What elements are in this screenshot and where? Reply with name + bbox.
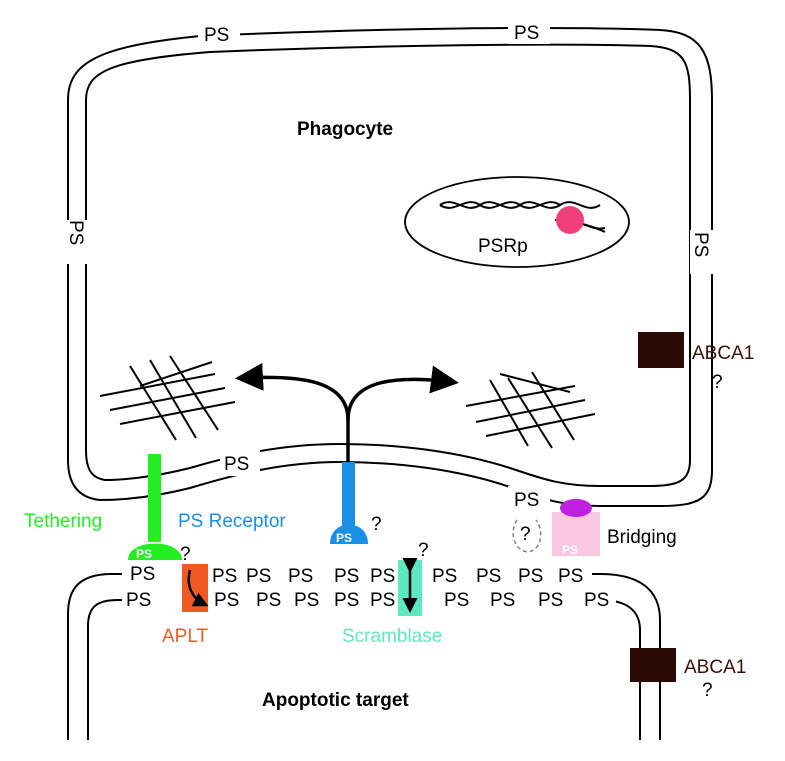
tethering-receptor-stalk (148, 454, 161, 542)
svg-text:PS: PS (444, 590, 469, 611)
svg-text:PS: PS (294, 590, 319, 611)
ps-receptor-question: ? (371, 514, 382, 535)
tethering-label: Tethering (24, 511, 102, 532)
ps-receptor-head (330, 524, 368, 544)
crosshatch-icon (465, 371, 596, 449)
svg-text:PS: PS (370, 590, 395, 611)
svg-text:PS: PS (288, 566, 313, 587)
tethering-receptor-head (128, 543, 182, 560)
abca1-top-channel (638, 332, 684, 368)
psrp-label: PSRp (478, 236, 528, 257)
target-inner-membrane (87, 599, 641, 740)
abca1-top-question: ? (712, 372, 723, 393)
svg-text:PS: PS (538, 590, 563, 611)
target-outer-membrane (67, 573, 661, 740)
nucleus (404, 176, 630, 268)
aplt-question: ? (180, 544, 191, 565)
curved-arrow-icon (235, 362, 459, 462)
psrp-dot (556, 206, 584, 234)
ps-receptor-ps-bound: PS (336, 531, 352, 545)
apoptotic-target-label: Apoptotic target (262, 690, 409, 711)
phagocyte-label: Phagocyte (297, 119, 393, 140)
svg-text:PS: PS (558, 566, 583, 587)
svg-text:PS: PS (432, 566, 457, 587)
svg-text:PS: PS (518, 566, 543, 587)
aplt-channel (182, 564, 208, 612)
svg-text:PS: PS (246, 566, 271, 587)
svg-text:PS: PS (256, 590, 281, 611)
crosshatch-icon (99, 355, 236, 441)
abca1-bottom-question: ? (702, 680, 713, 701)
ps-label-top-left: PS (204, 25, 229, 46)
bridging-cap (560, 499, 592, 517)
phagocyte-outer-membrane (67, 27, 713, 507)
svg-text:PS: PS (370, 566, 395, 587)
ps-label-left: PS (65, 220, 86, 245)
tethering-ps-bound: PS (136, 547, 152, 561)
svg-text:PS: PS (130, 564, 155, 585)
scramblase-question: ? (418, 540, 429, 561)
aplt-label: APLT (162, 626, 209, 647)
svg-text:PS: PS (212, 566, 237, 587)
svg-text:PS: PS (490, 590, 515, 611)
phagocyte-inner-membrane (85, 43, 691, 487)
bridging-ps-bound: PS (562, 543, 578, 557)
ps-label-top-right: PS (514, 23, 539, 44)
ps-receptor-label: PS Receptor (178, 511, 286, 532)
curved-arrow-icon (187, 569, 209, 607)
abca1-bottom-label: ABCA1 (684, 657, 746, 678)
bridging-question: ? (520, 524, 531, 545)
abca1-top-label: ABCA1 (692, 343, 754, 364)
ps-label-bridging: PS (514, 490, 539, 511)
ps-label-right: PS (690, 232, 711, 257)
bridging-label: Bridging (607, 527, 677, 548)
ps-receptor-stalk (342, 462, 355, 526)
svg-text:PS: PS (334, 566, 359, 587)
abca1-bottom-channel (630, 648, 676, 682)
svg-text:PS: PS (214, 590, 239, 611)
svg-text:PS: PS (126, 590, 151, 611)
scramblase-label: Scramblase (342, 626, 442, 647)
svg-text:PS: PS (334, 590, 359, 611)
svg-text:PS: PS (476, 566, 501, 587)
bridging-molecule (552, 512, 600, 556)
ps-label-dip: PS (224, 454, 249, 475)
svg-text:PS: PS (584, 590, 609, 611)
